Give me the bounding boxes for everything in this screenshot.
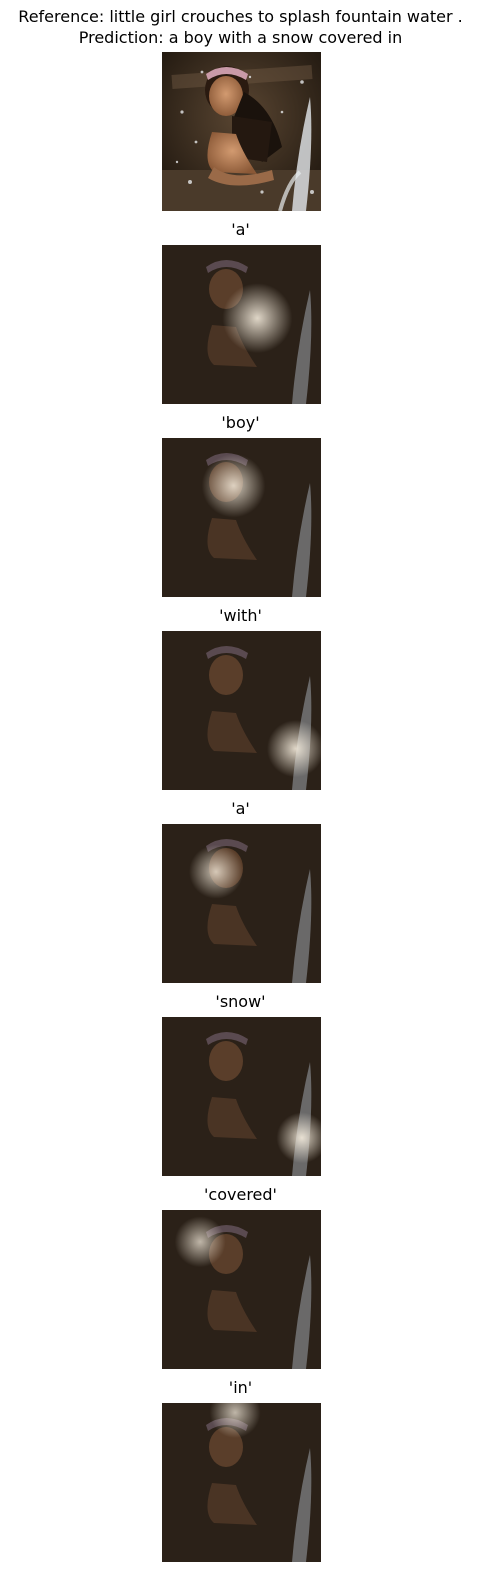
panel-title-a: 'a': [231, 220, 250, 239]
attention-map-in: [162, 1403, 321, 1562]
attention-map-covered: [162, 1210, 321, 1369]
attention-map-a-2: [162, 824, 321, 983]
attention-map-a: [162, 245, 321, 404]
panel-title-in: 'in': [228, 1378, 253, 1397]
figure-header: Reference: little girl crouches to splas…: [0, 6, 481, 48]
panel-title-covered: 'covered': [204, 1185, 277, 1204]
reference-caption: Reference: little girl crouches to splas…: [18, 7, 463, 26]
original-photo: [162, 52, 321, 211]
panel-title-snow: 'snow': [215, 992, 266, 1011]
panel-title-boy: 'boy': [221, 413, 260, 432]
prediction-caption: Prediction: a boy with a snow covered in: [78, 28, 403, 47]
attention-map-snow: [162, 1017, 321, 1176]
panel-title-a-2: 'a': [231, 799, 250, 818]
panel-title-with: 'with': [219, 606, 262, 625]
attention-map-with: [162, 631, 321, 790]
attention-map-boy: [162, 438, 321, 597]
